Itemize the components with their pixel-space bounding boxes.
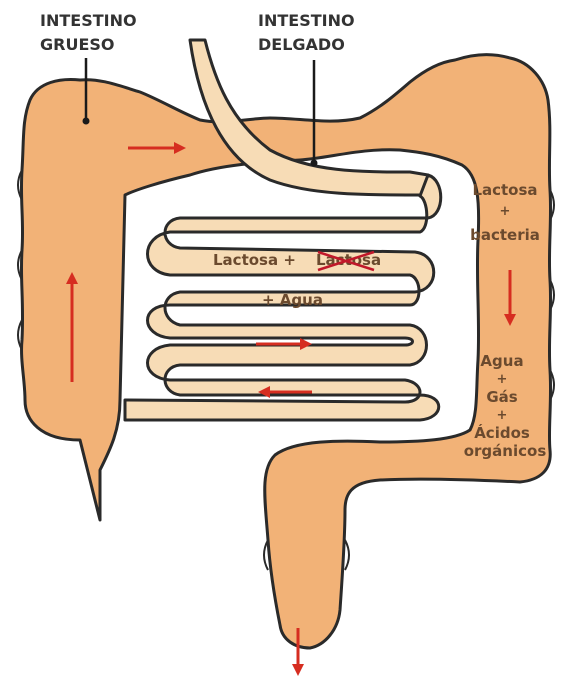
label-small-intestine-line2: DELGADO	[258, 35, 345, 54]
label-large-intestine-line1: INTESTINO	[40, 11, 137, 30]
small-water-text: + Agua	[262, 291, 323, 309]
colon-water: Agua	[480, 352, 523, 370]
colon-lactose: Lactosa	[472, 181, 537, 199]
label-small-intestine-line1: INTESTINO	[258, 11, 355, 30]
colon-plus-2: +	[497, 372, 508, 387]
colon-organic: orgánicos	[464, 442, 547, 460]
colon-plus-3: +	[497, 408, 508, 423]
colon-plus-1: +	[500, 204, 511, 219]
small-lactose-prefix: Lactosa +	[213, 251, 296, 269]
label-large-intestine-line2: GRUESO	[40, 35, 115, 54]
colon-gas: Gás	[486, 388, 517, 406]
colon-acids: Ácidos	[474, 423, 530, 442]
colon-bacteria: bacteria	[470, 226, 540, 244]
